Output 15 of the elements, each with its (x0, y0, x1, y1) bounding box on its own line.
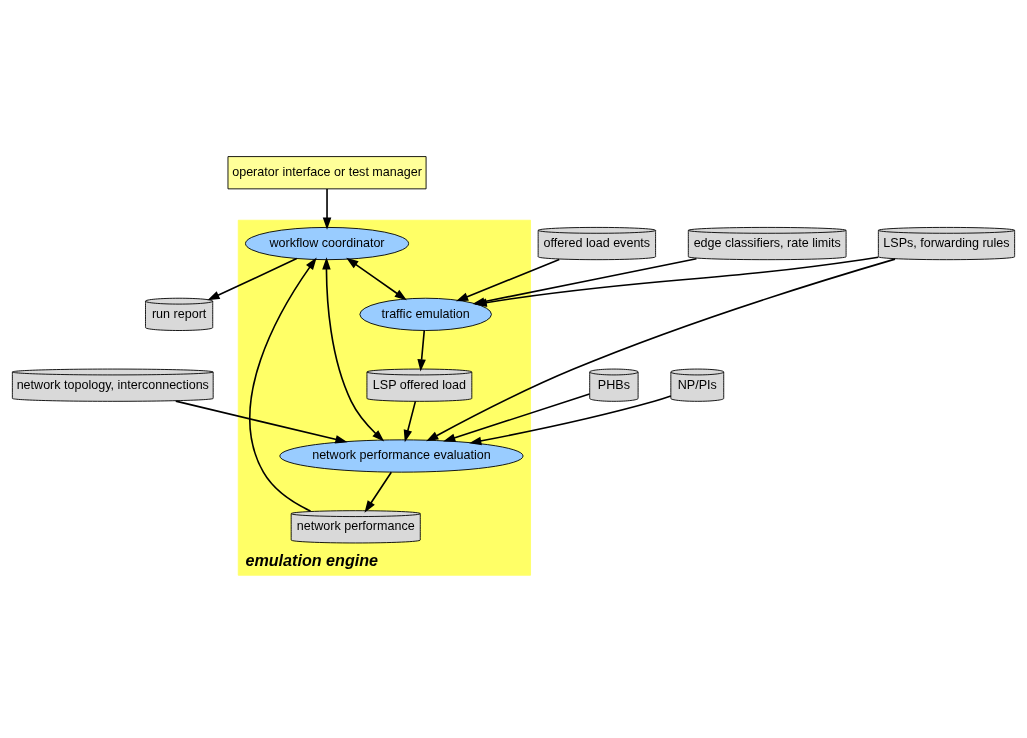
arrow (443, 392, 591, 442)
arrow (417, 329, 426, 371)
arrow (322, 256, 385, 442)
arrow (469, 394, 672, 445)
arrow (364, 470, 393, 513)
arrow (207, 257, 298, 300)
arrow (174, 399, 348, 444)
node-ellipse: workflow coordinator (245, 226, 410, 260)
arrow (426, 257, 896, 441)
arrow (346, 257, 407, 300)
node-box: operator interface or test manager (227, 155, 427, 189)
arrow (322, 187, 332, 230)
arrow (403, 400, 417, 442)
arrow (249, 257, 317, 512)
arrow (455, 258, 561, 301)
